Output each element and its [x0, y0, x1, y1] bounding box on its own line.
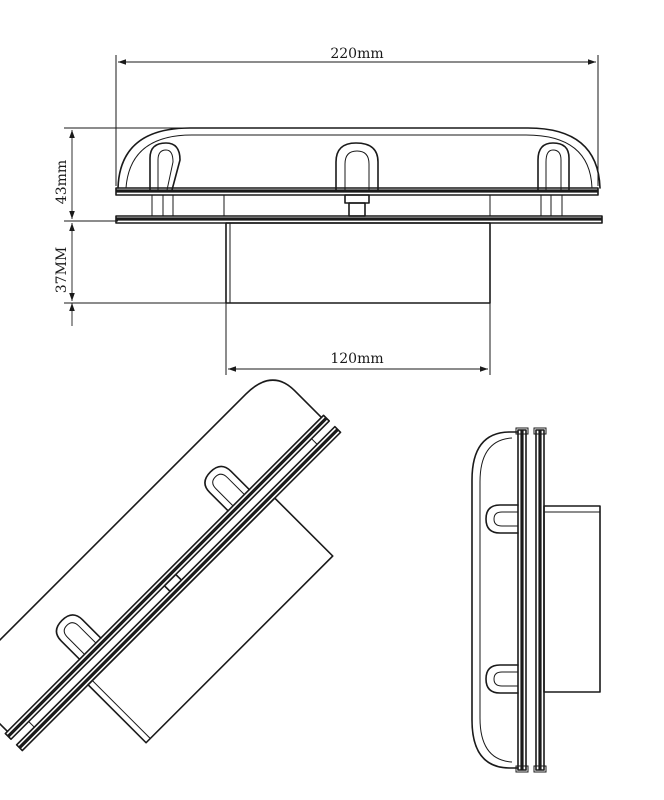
isometric-view — [0, 379, 342, 752]
front-view: 220mm 43mm 37MM 120mm — [54, 46, 603, 375]
side-handle-upper-icon — [485, 504, 519, 534]
iso-handle-upper-icon — [55, 614, 102, 661]
dim-overall-width: 220mm — [330, 46, 383, 62]
handle-right-icon — [537, 142, 570, 191]
side-handle-lower-icon — [485, 664, 519, 694]
handle-left-icon — [149, 142, 181, 191]
iso-handle-lower-icon — [204, 465, 251, 512]
dim-height-upper: 43mm — [54, 160, 70, 204]
handle-center-icon — [335, 142, 379, 191]
dim-height-lower: 37MM — [54, 247, 70, 293]
side-view — [471, 427, 601, 773]
dim-base-width: 120mm — [330, 351, 383, 367]
